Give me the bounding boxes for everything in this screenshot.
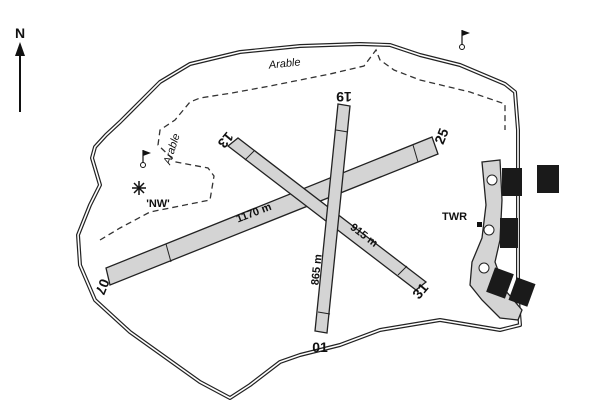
runway-01-label: 01 <box>312 339 328 355</box>
length-01-19: 865 m <box>309 253 324 285</box>
runway-01-19 <box>314 103 351 334</box>
signal-square-star-icon <box>132 181 146 195</box>
windsock-flag-icon-west <box>140 150 151 168</box>
arable-boundary <box>99 48 506 241</box>
arable-label-top: Arable <box>267 56 301 71</box>
windsock-flag-icon <box>459 30 470 50</box>
apron-taxiway <box>469 159 523 321</box>
runway-07-label: 07 <box>92 277 113 298</box>
runway-19-label: 19 <box>336 89 352 105</box>
nw-label: 'NW' <box>146 198 170 210</box>
arable-label-side: Arable <box>161 132 183 167</box>
tower-icon <box>477 222 482 227</box>
hangars <box>486 165 559 307</box>
north-label: N <box>15 25 25 41</box>
north-arrow-icon: N <box>15 25 25 112</box>
tower-label: TWR <box>442 211 467 223</box>
runway-07-25 <box>105 136 439 286</box>
runway-25-label: 25 <box>431 126 452 147</box>
